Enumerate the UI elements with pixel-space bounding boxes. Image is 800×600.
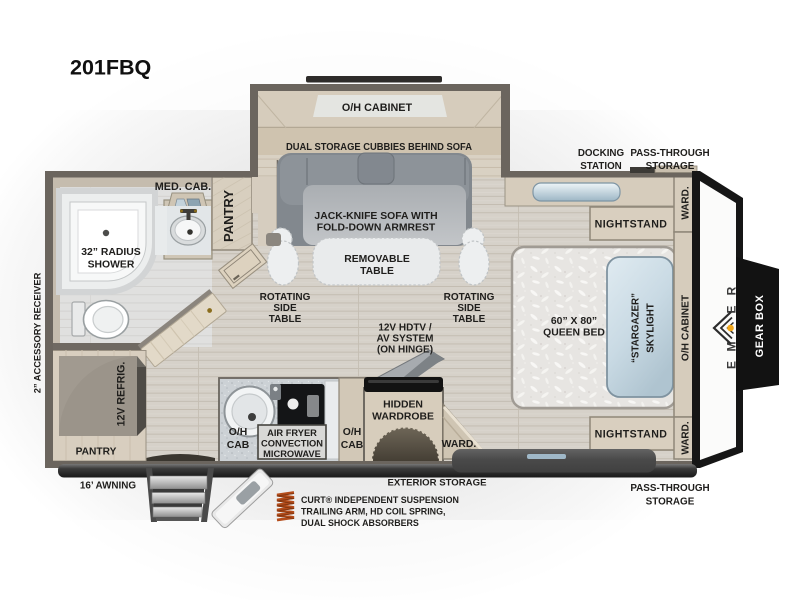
svg-text:SHOWER: SHOWER (88, 260, 135, 271)
svg-text:60” X 80”: 60” X 80” (551, 316, 597, 327)
svg-text:HIDDEN: HIDDEN (383, 400, 423, 411)
svg-text:TABLE: TABLE (269, 314, 302, 325)
svg-text:CONVECTION: CONVECTION (261, 439, 323, 449)
svg-text:AIR FRYER: AIR FRYER (267, 428, 317, 438)
svg-text:PASS-THROUGH: PASS-THROUGH (630, 483, 709, 494)
svg-text:(ON HINGE): (ON HINGE) (377, 345, 433, 356)
svg-text:REMOVABLE: REMOVABLE (344, 254, 410, 265)
svg-text:WARD.: WARD. (681, 186, 692, 220)
svg-text:E: E (725, 305, 739, 313)
svg-text:PANTRY: PANTRY (76, 447, 117, 458)
svg-text:SKYLIGHT: SKYLIGHT (646, 303, 657, 353)
svg-text:32” RADIUS: 32” RADIUS (81, 247, 141, 258)
svg-text:DUAL SHOCK ABSORBERS: DUAL SHOCK ABSORBERS (301, 518, 419, 528)
svg-text:CURT® INDEPENDENT SUSPENSION: CURT® INDEPENDENT SUSPENSION (301, 495, 459, 505)
svg-text:AV SYSTEM: AV SYSTEM (376, 334, 433, 345)
svg-text:O/H: O/H (343, 427, 361, 438)
svg-text:ROTATING: ROTATING (444, 292, 495, 303)
svg-text:E: E (725, 361, 739, 369)
svg-text:201FBQ: 201FBQ (70, 56, 151, 80)
svg-text:2” ACCESSORY RECEIVER: 2” ACCESSORY RECEIVER (33, 272, 43, 393)
svg-text:STATION: STATION (580, 161, 622, 172)
svg-text:16’ AWNING: 16’ AWNING (80, 481, 136, 492)
svg-text:SIDE: SIDE (457, 303, 481, 314)
svg-text:O/H: O/H (229, 427, 247, 438)
svg-text:M: M (725, 342, 739, 352)
svg-text:TRAILING ARM, HD COIL SPRING,: TRAILING ARM, HD COIL SPRING, (301, 507, 445, 517)
svg-text:NIGHTSTAND: NIGHTSTAND (595, 429, 668, 441)
svg-text:12V HDTV /: 12V HDTV / (378, 323, 432, 334)
svg-text:QUEEN BED: QUEEN BED (543, 328, 605, 339)
svg-text:TABLE: TABLE (453, 314, 486, 325)
svg-text:PASS-THROUGH: PASS-THROUGH (630, 148, 709, 159)
svg-text:SIDE: SIDE (273, 303, 297, 314)
svg-text:PANTRY: PANTRY (221, 190, 236, 242)
svg-text:STORAGE: STORAGE (646, 497, 695, 508)
svg-text:O/H CABINET: O/H CABINET (681, 294, 692, 361)
svg-text:STORAGE: STORAGE (646, 161, 695, 172)
svg-text:NIGHTSTAND: NIGHTSTAND (595, 219, 668, 231)
svg-text:DUAL STORAGE CUBBIES BEHIND SO: DUAL STORAGE CUBBIES BEHIND SOFA (286, 142, 472, 153)
svg-text:WARD.: WARD. (681, 421, 692, 455)
svg-text:O/H CABINET: O/H CABINET (342, 102, 413, 114)
svg-text:CAB: CAB (227, 440, 250, 451)
svg-text:TABLE: TABLE (360, 266, 394, 277)
svg-text:WARDROBE: WARDROBE (372, 412, 434, 423)
svg-text:JACK-KNIFE SOFA WITH: JACK-KNIFE SOFA WITH (314, 211, 437, 222)
svg-text:ROTATING: ROTATING (260, 292, 311, 303)
svg-text:WARD.: WARD. (442, 439, 477, 450)
svg-text:12V REFRIG.: 12V REFRIG. (116, 362, 128, 427)
svg-text:GEAR BOX: GEAR BOX (754, 295, 766, 358)
svg-text:MICROWAVE: MICROWAVE (263, 449, 321, 459)
svg-text:EXTERIOR STORAGE: EXTERIOR STORAGE (388, 478, 488, 489)
svg-text:FOLD-DOWN ARMREST: FOLD-DOWN ARMREST (317, 223, 436, 234)
svg-text:CAB: CAB (341, 440, 364, 451)
svg-text:MED. CAB.: MED. CAB. (155, 181, 211, 193)
svg-text:DOCKING: DOCKING (578, 148, 625, 159)
svg-text:R: R (725, 286, 739, 295)
svg-text:“STARGAZER”: “STARGAZER” (631, 293, 642, 363)
